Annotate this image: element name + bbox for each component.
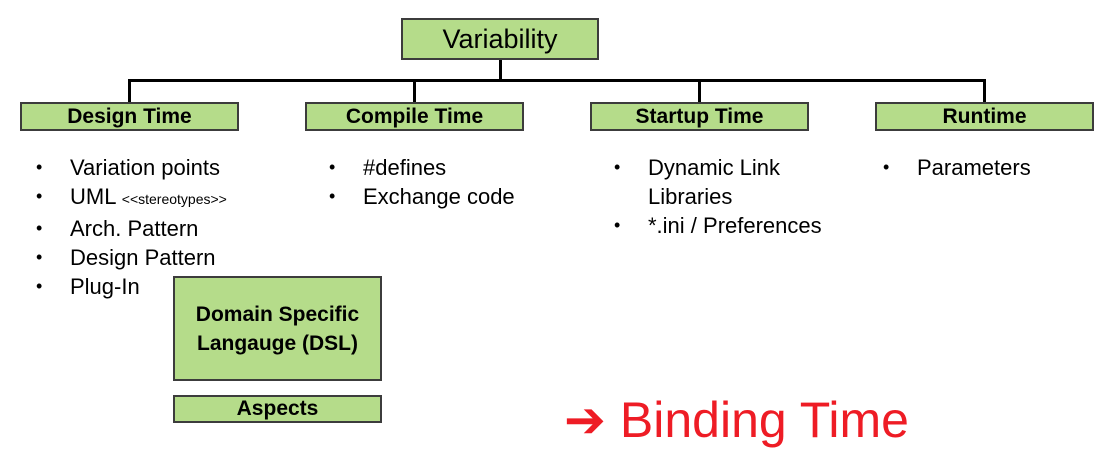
startup-connector (698, 79, 701, 102)
list-item: Exchange code (329, 182, 515, 211)
list-item: Plug-In (36, 272, 227, 301)
aspects-label: Aspects (236, 397, 319, 420)
list-item: Parameters (883, 153, 1031, 182)
runtime-list: Parameters (883, 153, 1031, 182)
list-item: Arch. Pattern (36, 214, 227, 243)
binding-time-text: Binding Time (619, 392, 909, 448)
dsl-box: Domain Specific Langauge (DSL) (173, 276, 382, 381)
design-time-list: Variation points UML <<stereotypes>> Arc… (36, 153, 227, 301)
list-item: Variation points (36, 153, 227, 182)
category-box-design-time: Design Time (20, 102, 239, 131)
horizontal-connector (128, 79, 986, 82)
category-box-startup-time: Startup Time (590, 102, 809, 131)
category-label: Runtime (942, 104, 1027, 128)
category-label: Compile Time (345, 104, 484, 128)
list-item: *.ini / Preferences (614, 211, 864, 240)
runtime-connector (983, 79, 986, 102)
aspects-box: Aspects (173, 395, 382, 423)
root-label: Variability (442, 23, 558, 54)
dsl-label: Domain Specific Langauge (DSL) (195, 302, 360, 355)
root-connector (499, 60, 502, 81)
list-item: #defines (329, 153, 515, 182)
root-box-variability: Variability (401, 18, 599, 60)
list-item: Dynamic Link Libraries (614, 153, 864, 211)
design-connector (128, 79, 131, 102)
arrow-right-icon: ➔ (564, 392, 606, 448)
list-item: UML <<stereotypes>> (36, 182, 227, 214)
category-label: Design Time (67, 104, 192, 128)
compile-connector (413, 79, 416, 102)
uml-stereotypes-note: <<stereotypes>> (121, 191, 227, 207)
category-box-compile-time: Compile Time (305, 102, 524, 131)
startup-time-list: Dynamic Link Libraries *.ini / Preferenc… (614, 153, 864, 240)
list-item: Design Pattern (36, 243, 227, 272)
compile-time-list: #defines Exchange code (329, 153, 515, 211)
binding-time-conclusion: ➔ Binding Time (564, 388, 909, 452)
category-box-runtime: Runtime (875, 102, 1094, 131)
category-label: Startup Time (635, 104, 764, 128)
